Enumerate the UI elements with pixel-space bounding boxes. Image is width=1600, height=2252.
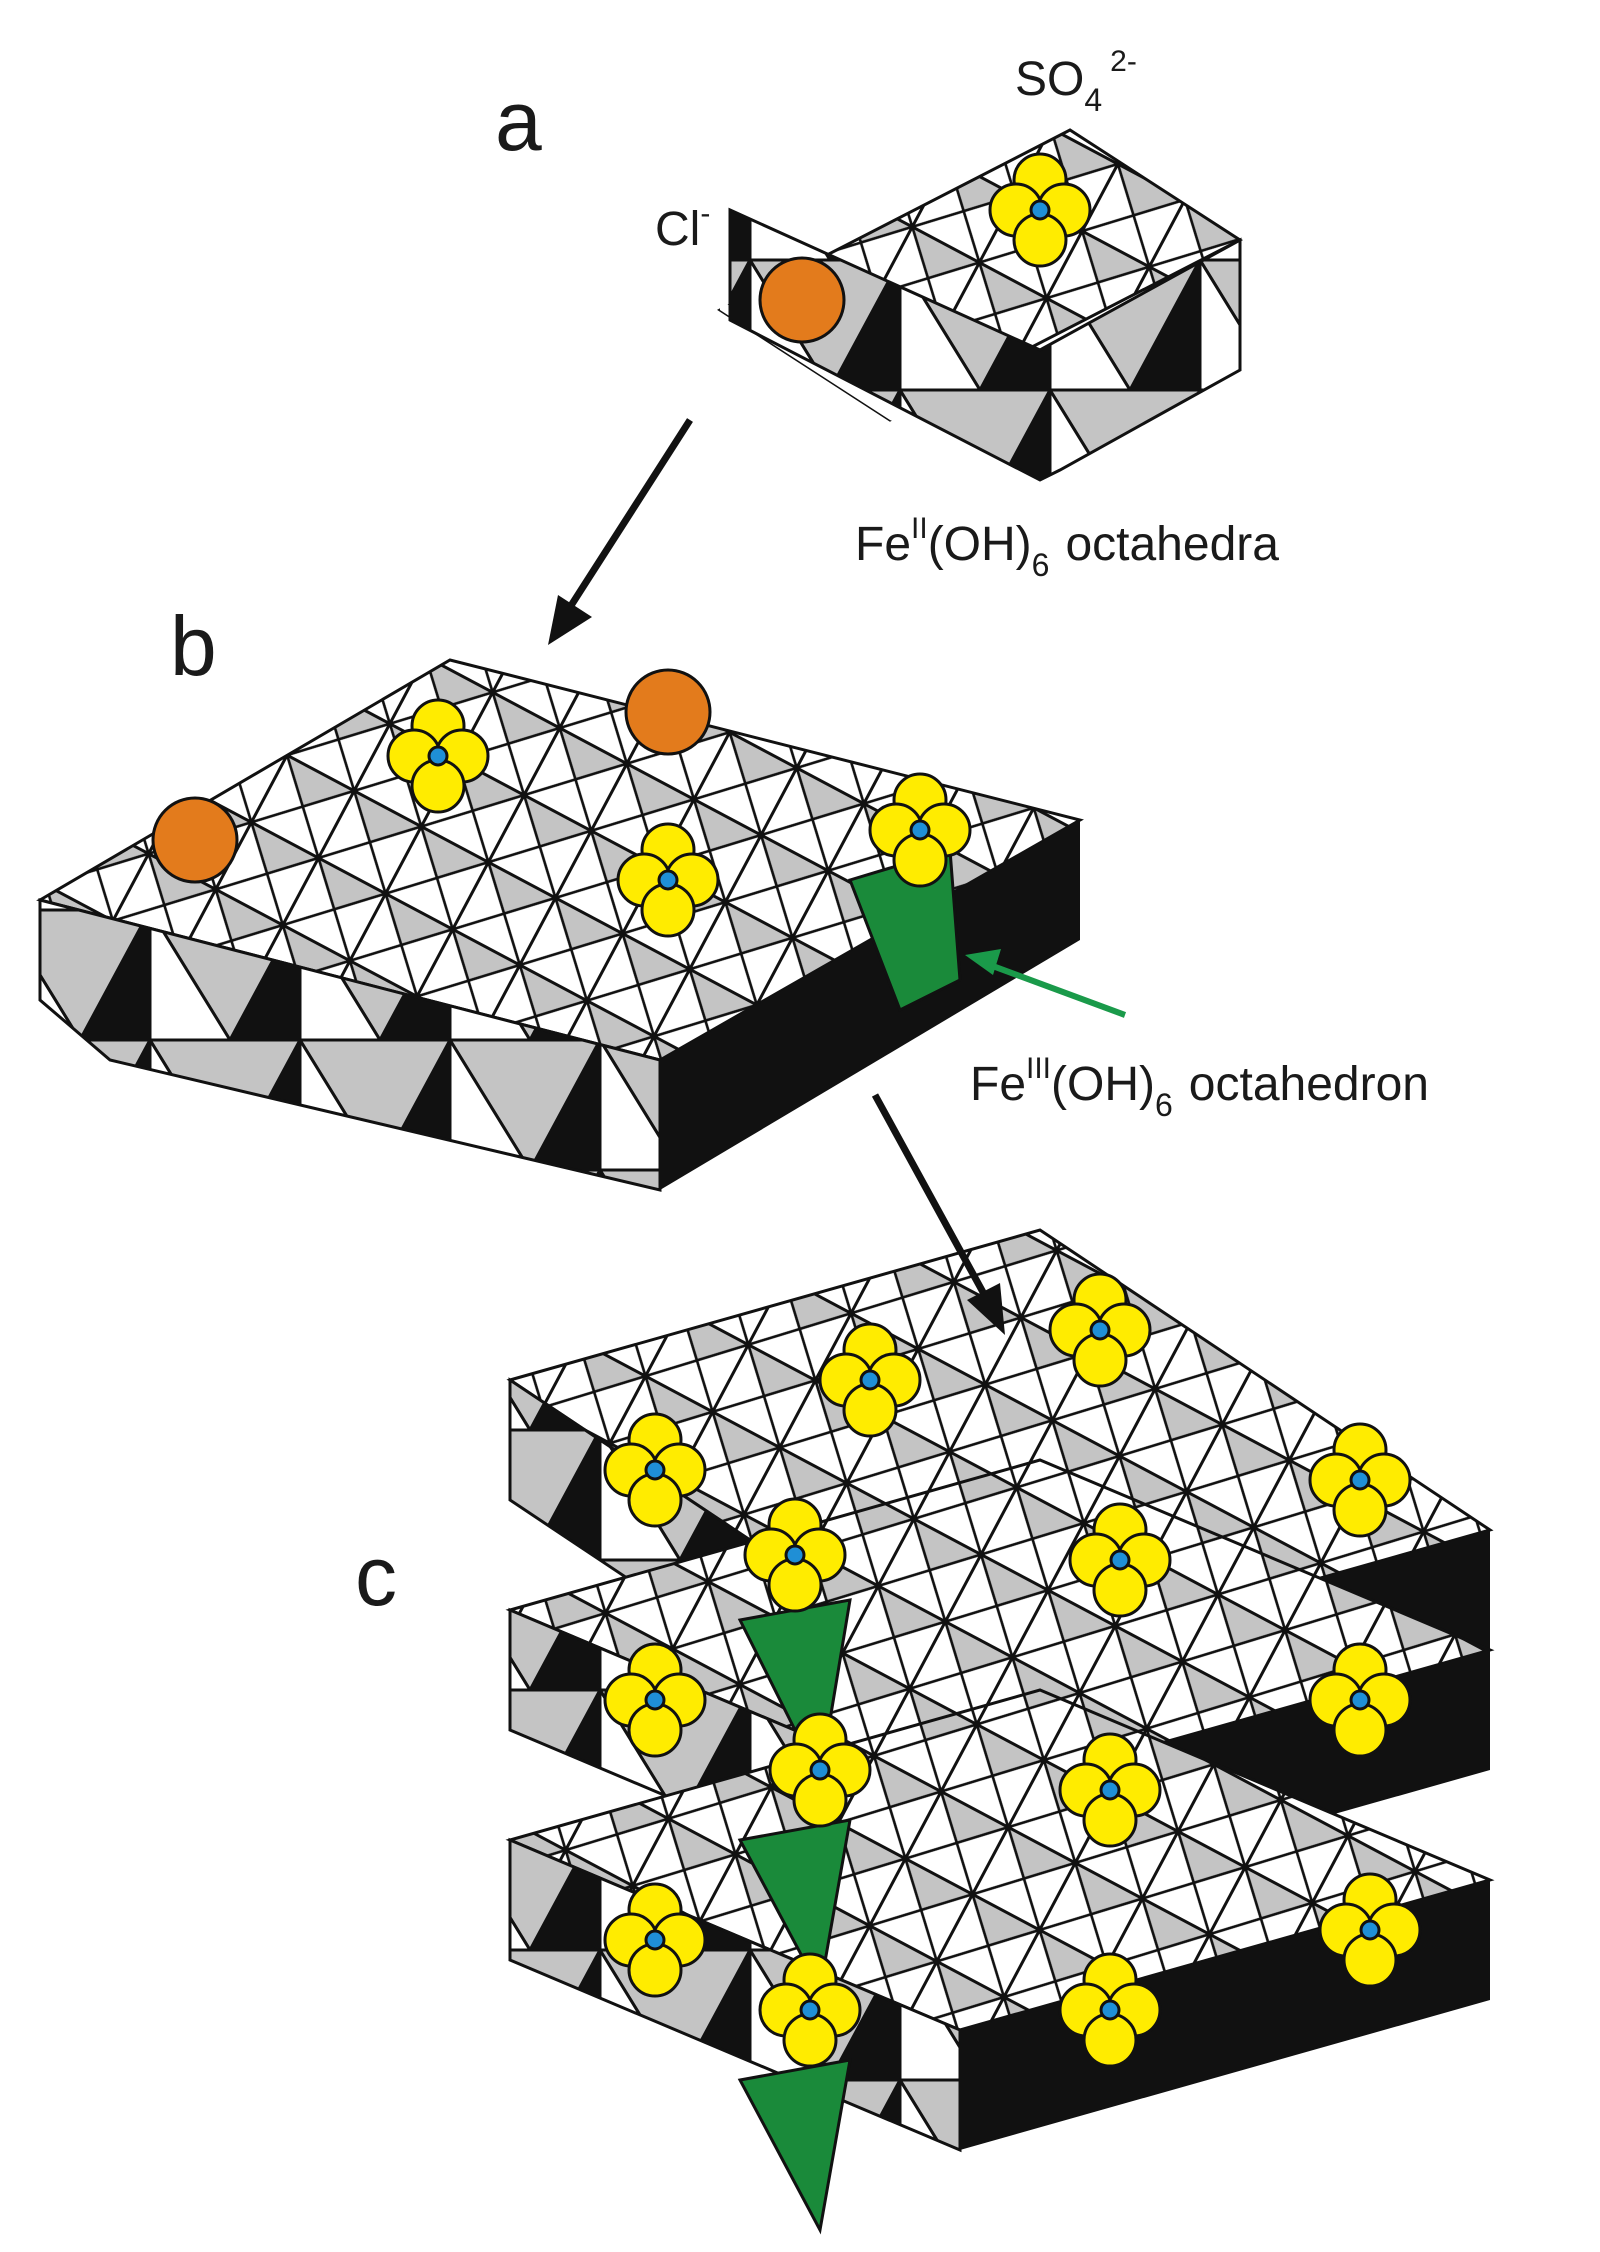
oxygen-atom	[1092, 1562, 1148, 1618]
oxygen-atom	[1332, 1482, 1388, 1538]
sulfur-atom	[784, 1544, 806, 1566]
chloride-ion	[151, 796, 239, 884]
sulfate-label: SO42-	[1015, 45, 1137, 118]
oxygen-atom	[767, 1557, 823, 1613]
oxygen-atom	[842, 1382, 898, 1438]
sulfur-atom	[859, 1369, 881, 1391]
sulfate-ion	[603, 1412, 707, 1528]
sulfate-ion	[768, 1712, 872, 1828]
sulfate-ion	[1048, 1272, 1152, 1388]
sulfate-ion	[1068, 1502, 1172, 1618]
sulfur-atom	[657, 869, 679, 891]
oxygen-atom	[1072, 1332, 1128, 1388]
sulfur-atom	[427, 745, 449, 767]
panel-b-label: b	[170, 599, 217, 693]
slab-b-front-row	[38, 898, 662, 1192]
slab-b	[36, 658, 1084, 1192]
fe3-octahedron-c3	[737, 2058, 852, 2235]
sulfur-atom	[644, 1689, 666, 1711]
arrow-a-to-b	[548, 418, 693, 645]
panel-c-label: c	[355, 1529, 397, 1623]
sulfate-ion	[603, 1642, 707, 1758]
sulfate-ion	[818, 1322, 922, 1438]
oxygen-atom	[410, 758, 466, 814]
chloride-ion	[624, 668, 712, 756]
slab-b-right-side	[660, 820, 1080, 1190]
sulfur-atom	[644, 1459, 666, 1481]
oxygen-atom	[782, 2012, 838, 2068]
oxygen-atom	[1332, 1702, 1388, 1758]
oxygen-atom	[1342, 1932, 1398, 1988]
chloride-ion	[758, 256, 846, 344]
sulfate-ion	[1308, 1642, 1412, 1758]
arrow-fe3-pointer	[965, 949, 1127, 1018]
sulfate-ion	[743, 1497, 847, 1613]
sulfur-atom	[809, 1759, 831, 1781]
oxygen-atom	[640, 882, 696, 938]
oxygen-atom	[1082, 1792, 1138, 1848]
sulfur-atom	[644, 1929, 666, 1951]
oxygen-atom	[892, 832, 948, 888]
sulfate-ion	[758, 1952, 862, 2068]
sulfur-atom	[1349, 1469, 1371, 1491]
sulfate-ion	[988, 152, 1092, 268]
sulfate-ion	[1058, 1952, 1162, 2068]
slab-a	[717, 128, 1243, 490]
sulfate-ion	[603, 1882, 707, 1998]
sulfate-ion	[1308, 1422, 1412, 1538]
oxygen-atom	[627, 1942, 683, 1998]
sulfur-atom	[1089, 1319, 1111, 1341]
sulfate-ion	[1058, 1732, 1162, 1848]
sulfate-ion	[616, 822, 720, 938]
sulfate-ion	[1318, 1872, 1422, 1988]
oxygen-atom	[627, 1702, 683, 1758]
arrow-b-to-c	[871, 1093, 1005, 1335]
oxygen-atom	[1082, 2012, 1138, 2068]
sulfur-atom	[1099, 1999, 1121, 2021]
oxygen-atom	[1012, 212, 1068, 268]
panel-a-label: a	[495, 74, 542, 168]
chloride-label: Cl-	[655, 197, 710, 256]
ions	[151, 152, 1422, 2068]
sulfur-atom	[1099, 1779, 1121, 1801]
sulfur-atom	[799, 1999, 821, 2021]
sulfur-atom	[1359, 1919, 1381, 1941]
slab-a-front-row	[728, 207, 1242, 482]
sulfate-ion	[868, 772, 972, 888]
sulfur-atom	[1029, 199, 1051, 221]
oxygen-atom	[627, 1472, 683, 1528]
fe3-octahedron-c2	[737, 1818, 852, 1995]
oxygen-atom	[792, 1772, 848, 1828]
sulfur-atom	[909, 819, 931, 841]
sulfate-ion	[386, 698, 490, 814]
sulfur-atom	[1349, 1689, 1371, 1711]
sulfur-atom	[1109, 1549, 1131, 1571]
